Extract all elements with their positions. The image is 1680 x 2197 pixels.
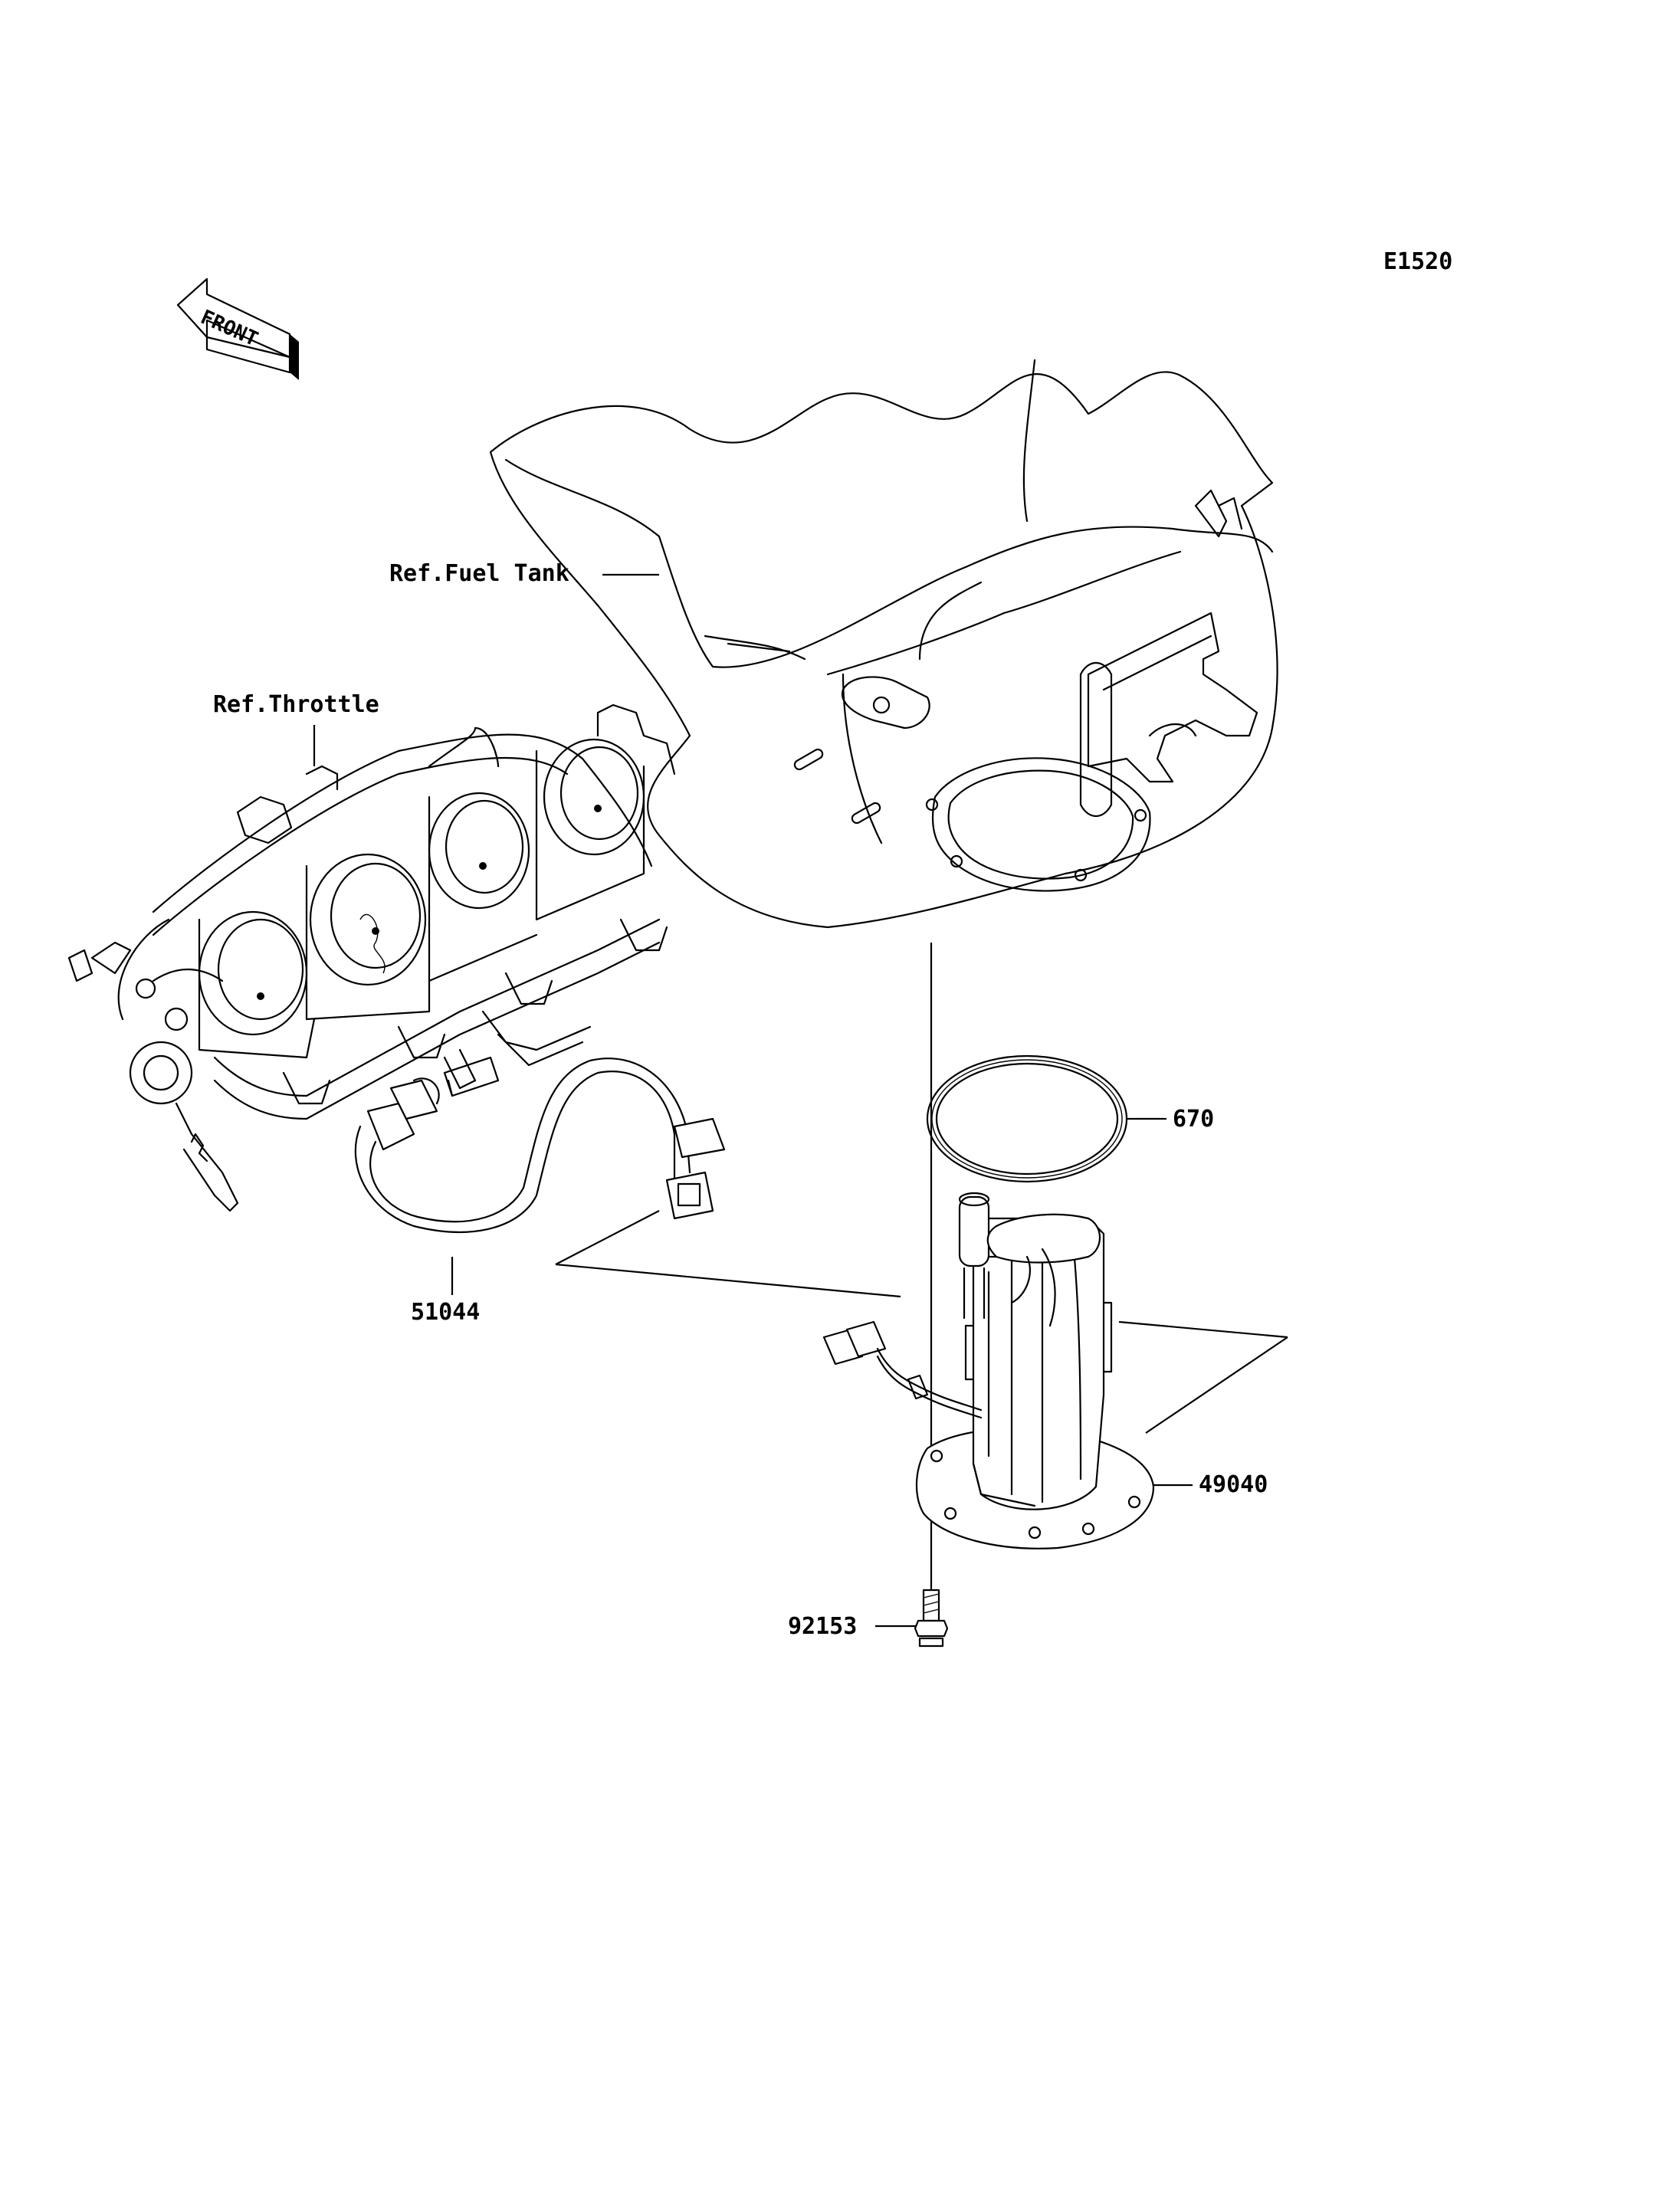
gasket-label: 670	[1173, 1106, 1214, 1133]
throttle-body	[67, 703, 676, 1212]
throttle-label: Ref.Throttle	[213, 691, 379, 718]
fuel-hose-label: 51044	[411, 1299, 480, 1326]
bolt-label: 92153	[788, 1613, 857, 1640]
fuel-pump-assembly	[822, 1192, 1155, 1549]
fuel-hose	[354, 1056, 726, 1233]
bolt	[914, 1589, 949, 1648]
front-arrow-icon: FRONT	[176, 277, 299, 380]
fuel-tank-label: Ref.Fuel Tank	[389, 560, 569, 587]
diagram-code: E1520	[1383, 248, 1452, 275]
fuel-tank-outline	[489, 359, 1278, 929]
fuel-pump-label: 49040	[1199, 1471, 1268, 1498]
gasket-ring	[926, 1054, 1128, 1183]
